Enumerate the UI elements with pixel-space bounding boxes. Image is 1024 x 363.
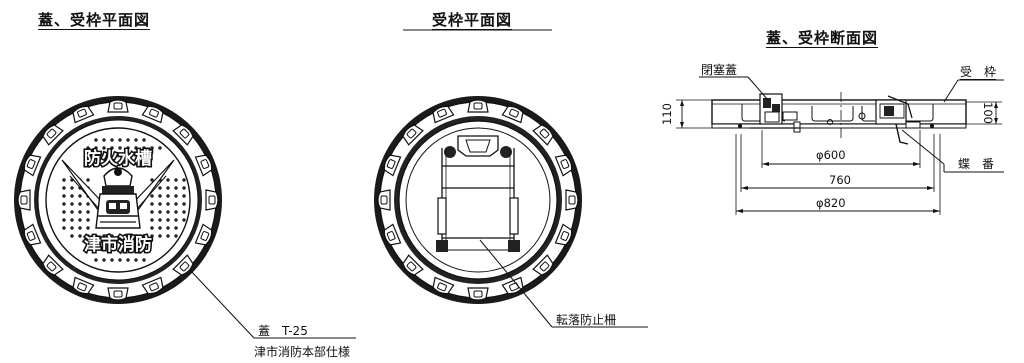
lid-inscription-bottom: 津市消防 (84, 234, 152, 255)
frame-plan-title: 受枠平面図 (432, 11, 513, 29)
height-dimension-110: 110 (659, 103, 674, 125)
height-dimension-100: 100 (980, 102, 995, 124)
outer-diameter-dimension: φ820 (816, 196, 846, 210)
section-title: 蓋、受枠断面図 (766, 29, 879, 47)
lid-inscription-top: 防火水槽 (84, 148, 152, 169)
lid-spec-sublabel: 津市消防本部仕様 (254, 345, 351, 359)
frame-plan-drawing (374, 96, 582, 304)
frame-label: 受 枠 (960, 65, 997, 79)
mid-width-dimension: 760 (829, 173, 851, 187)
section-drawing (711, 92, 967, 145)
lid-plan-drawing (14, 96, 222, 304)
lid-frame-plan-title: 蓋、受枠平面図 (38, 11, 151, 29)
fall-prevention-grate-label: 転落防止柵 (556, 313, 617, 327)
closure-lid-label: 閉塞蓋 (701, 63, 738, 77)
lid-spec-label: 蓋 T-25 (258, 324, 308, 338)
hinge-label: 蝶 番 (958, 157, 995, 171)
opening-diameter-dimension: φ600 (816, 148, 846, 162)
